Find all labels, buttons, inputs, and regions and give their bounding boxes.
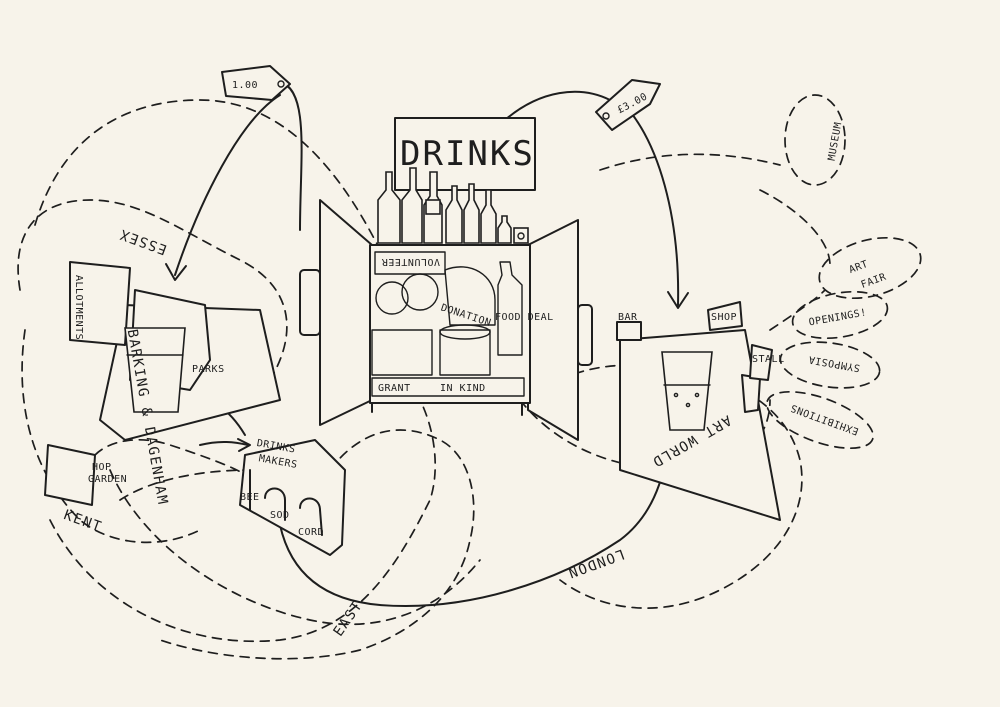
bottles bbox=[377, 167, 529, 244]
art-bubbles: MUSEUM ART FAIR OPENINGS! SYMPOSIA EXHIB… bbox=[765, 94, 922, 450]
right-beer-glass bbox=[661, 351, 713, 431]
food-deal-label: FOOD DEAL bbox=[495, 312, 554, 323]
bar-label: BAR bbox=[618, 312, 638, 323]
museum-label: MUSEUM bbox=[827, 121, 845, 161]
price-left-label: 1.00 bbox=[232, 80, 258, 91]
grant-label: GRANT bbox=[378, 383, 411, 394]
drinks-sign bbox=[394, 117, 536, 191]
fair-label: FAIR bbox=[860, 272, 889, 291]
art-label: ART bbox=[848, 259, 870, 276]
hop-garden-label-2: GARDEN bbox=[88, 474, 127, 485]
openings-label: OPENINGS! bbox=[808, 307, 868, 328]
shop-label: SHOP bbox=[711, 312, 737, 323]
drinks-makers-block: DRINKS MAKERS BEE SOD CORD bbox=[239, 438, 346, 556]
right-site: BAR SHOP STALL bbox=[616, 301, 785, 521]
left-site: ALLOTMENTS PARKS HOP GARDEN bbox=[44, 261, 281, 506]
price-tag-right: £3.00 bbox=[595, 79, 661, 131]
symposia-bubble bbox=[779, 341, 881, 389]
museum-bubble bbox=[784, 94, 846, 186]
east-label: EAST bbox=[330, 598, 366, 640]
exhibitions-label: EXHIBITIONS bbox=[789, 402, 860, 437]
cordial-label: CORD bbox=[298, 527, 324, 538]
price-tag-left: 1.00 bbox=[221, 65, 291, 101]
drinks-cabinet: DRINKS VOLUNTEER DONATION bbox=[299, 117, 593, 441]
stall-label: STALL bbox=[752, 354, 785, 365]
openings-bubble bbox=[791, 290, 889, 340]
allotments-label: ALLOTMENTS bbox=[73, 275, 84, 340]
art-fair-bubble bbox=[818, 236, 922, 300]
london-label: LONDON bbox=[565, 545, 626, 580]
in-kind-label: IN KIND bbox=[440, 383, 486, 394]
symposia-label: SYMPOSIA bbox=[808, 353, 861, 373]
soda-label: SOD bbox=[270, 510, 290, 521]
money-flow-arrows bbox=[165, 81, 689, 607]
kent-label: KENT bbox=[62, 507, 105, 536]
volunteer-label: VOLUNTEER bbox=[381, 256, 440, 267]
parks-label: PARKS bbox=[192, 364, 225, 375]
shop-box bbox=[707, 301, 743, 331]
beer-label: BEE bbox=[240, 492, 260, 503]
hop-garden-label-1: HOP bbox=[92, 462, 112, 473]
exhibitions-bubble bbox=[765, 390, 875, 450]
bar-box bbox=[616, 321, 642, 341]
drinks-sign-text: DRINKS bbox=[400, 134, 535, 174]
essex-label: ESSEX bbox=[117, 225, 169, 257]
left-beer-glass bbox=[124, 327, 186, 413]
stall-box bbox=[741, 374, 761, 413]
